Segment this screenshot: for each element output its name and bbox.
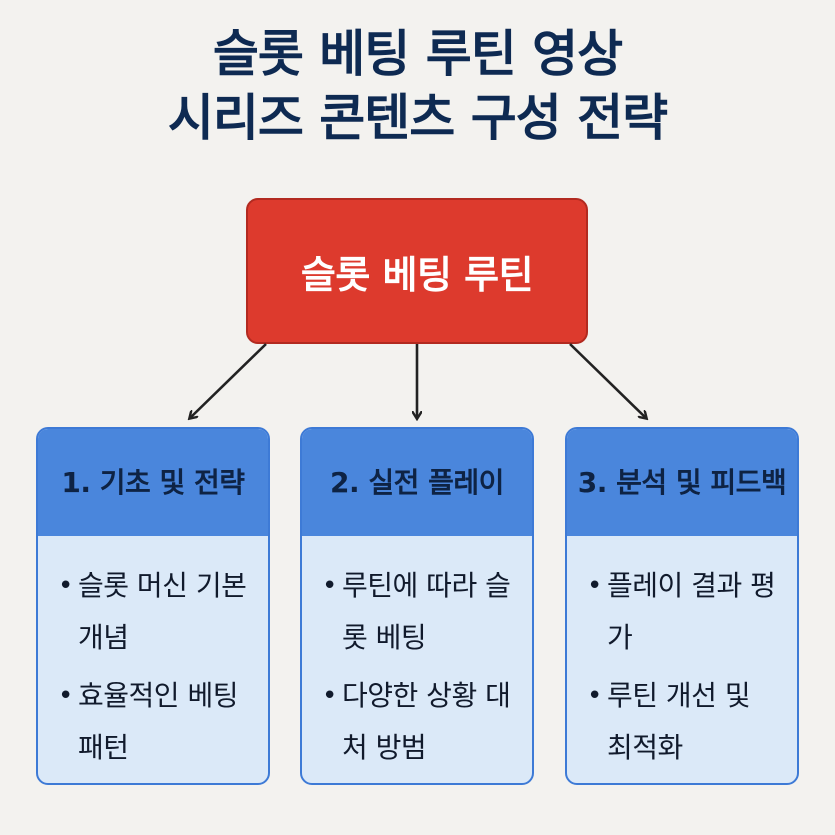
bullet-dot: • xyxy=(587,571,602,601)
list-item: • 플레이 결과 평가 xyxy=(587,560,781,664)
column-header-label: 2. 실전 플레이 xyxy=(330,465,504,499)
list-item-text: 슬롯 머신 기본 개념 xyxy=(78,569,247,654)
list-item-text: 효율적인 베팅 패턴 xyxy=(78,679,238,764)
column-body: • 슬롯 머신 기본 개념 • 효율적인 베팅 패턴 xyxy=(38,536,268,774)
title-line-1: 슬롯 베팅 루틴 영상 xyxy=(212,25,623,83)
arrow-left xyxy=(190,343,267,418)
diagram-title: 슬롯 베팅 루틴 영상 시리즈 콘텐츠 구성 전략 xyxy=(0,22,835,150)
root-node: 슬롯 베팅 루틴 xyxy=(246,198,588,344)
list-item-text: 루틴에 따라 슬롯 베팅 xyxy=(342,569,511,654)
bullet-dot: • xyxy=(587,681,602,711)
title-line-2: 시리즈 콘텐츠 구성 전략 xyxy=(167,89,668,147)
column-header: 2. 실전 플레이 xyxy=(302,429,532,536)
list-item: • 다양한 상황 대처 방범 xyxy=(322,670,516,774)
column-card-3: 3. 분석 및 피드백 • 플레이 결과 평가 • 루틴 개선 및 최적화 xyxy=(565,427,799,785)
arrow-right xyxy=(569,343,646,418)
bullet-dot: • xyxy=(322,571,337,601)
column-header: 3. 분석 및 피드백 xyxy=(567,429,797,536)
list-item: • 슬롯 머신 기본 개념 xyxy=(58,560,252,664)
column-body: • 플레이 결과 평가 • 루틴 개선 및 최적화 xyxy=(567,536,797,774)
bullet-dot: • xyxy=(58,571,73,601)
list-item: • 루틴에 따라 슬롯 베팅 xyxy=(322,560,516,664)
bullet-dot: • xyxy=(322,681,337,711)
list-item-text: 루틴 개선 및 최적화 xyxy=(607,679,751,764)
column-header-label: 1. 기초 및 전략 xyxy=(61,465,245,499)
list-item: • 루틴 개선 및 최적화 xyxy=(587,670,781,774)
root-node-label: 슬롯 베팅 루틴 xyxy=(300,252,534,297)
column-header-label: 3. 분석 및 피드백 xyxy=(577,465,787,499)
list-item-text: 다양한 상황 대처 방범 xyxy=(342,679,511,764)
bullet-dot: • xyxy=(58,681,73,711)
column-body: • 루틴에 따라 슬롯 베팅 • 다양한 상황 대처 방범 xyxy=(302,536,532,774)
list-item: • 효율적인 베팅 패턴 xyxy=(58,670,252,774)
column-card-2: 2. 실전 플레이 • 루틴에 따라 슬롯 베팅 • 다양한 상황 대처 방범 xyxy=(300,427,534,785)
column-card-1: 1. 기초 및 전략 • 슬롯 머신 기본 개념 • 효율적인 베팅 패턴 xyxy=(36,427,270,785)
list-item-text: 플레이 결과 평가 xyxy=(607,569,776,654)
column-header: 1. 기초 및 전략 xyxy=(38,429,268,536)
